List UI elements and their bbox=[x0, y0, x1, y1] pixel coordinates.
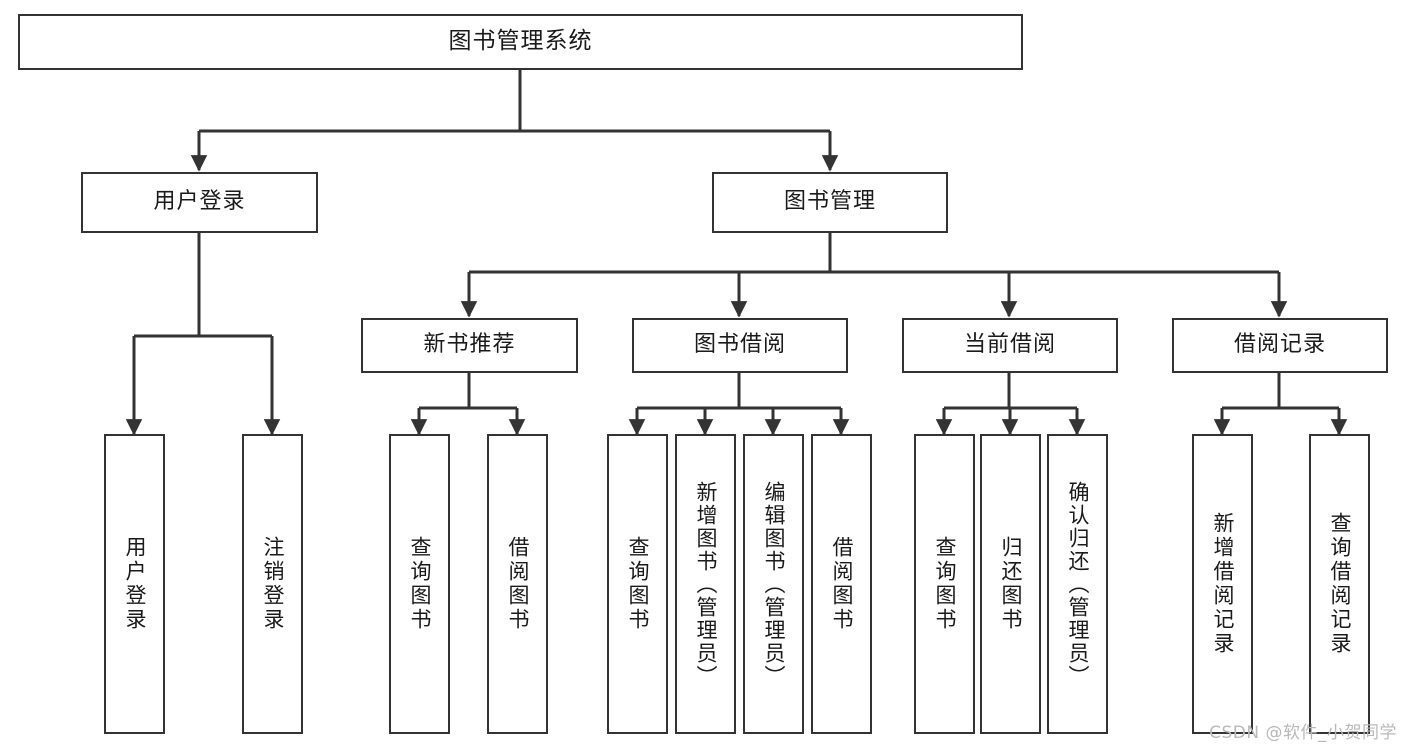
node-label: 查询图书 bbox=[408, 536, 432, 632]
leaf-return-book[interactable]: 归还图书 bbox=[980, 434, 1041, 734]
node-label: 确认归还（管理员） bbox=[1066, 480, 1090, 688]
node-root-system[interactable]: 图书管理系统 bbox=[18, 14, 1023, 70]
watermark: CSDN @软件_小贺同学 bbox=[1209, 723, 1397, 743]
leaf-add-borrow-record[interactable]: 新增借阅记录 bbox=[1192, 434, 1253, 734]
node-label: 图书借阅 bbox=[693, 332, 786, 358]
node-label: 新书推荐 bbox=[423, 332, 516, 358]
node-label: 图书管理 bbox=[783, 189, 876, 215]
node-label: 归还图书 bbox=[999, 536, 1023, 632]
node-borrow-record[interactable]: 借阅记录 bbox=[1172, 318, 1388, 373]
node-book-management[interactable]: 图书管理 bbox=[712, 172, 948, 233]
node-current-borrow[interactable]: 当前借阅 bbox=[902, 318, 1118, 373]
node-label: 借阅记录 bbox=[1233, 332, 1326, 358]
node-label: 查询借阅记录 bbox=[1328, 512, 1352, 656]
node-label: 查询图书 bbox=[933, 536, 957, 632]
leaf-query-book-borrow[interactable]: 查询图书 bbox=[607, 434, 668, 734]
leaf-add-book-admin[interactable]: 新增图书（管理员） bbox=[675, 434, 736, 734]
node-label: 查询图书 bbox=[626, 536, 650, 632]
leaf-borrow-book-recommend[interactable]: 借阅图书 bbox=[487, 434, 548, 734]
leaf-borrow-book[interactable]: 借阅图书 bbox=[811, 434, 872, 734]
node-label: 新增借阅记录 bbox=[1211, 512, 1235, 656]
node-label: 图书管理系统 bbox=[448, 28, 593, 55]
node-label: 新增图书（管理员） bbox=[694, 480, 718, 688]
node-new-book-recommend[interactable]: 新书推荐 bbox=[361, 318, 578, 373]
node-label: 借阅图书 bbox=[506, 536, 530, 632]
node-label: 当前借阅 bbox=[963, 332, 1056, 358]
node-label: 借阅图书 bbox=[830, 536, 854, 632]
leaf-user-logout[interactable]: 注销登录 bbox=[242, 434, 303, 734]
leaf-confirm-return-admin[interactable]: 确认归还（管理员） bbox=[1047, 434, 1108, 734]
node-label: 用户登录 bbox=[153, 189, 246, 215]
leaf-edit-book-admin[interactable]: 编辑图书（管理员） bbox=[743, 434, 804, 734]
leaf-query-book-current[interactable]: 查询图书 bbox=[914, 434, 975, 734]
node-label: 注销登录 bbox=[261, 536, 285, 632]
node-label: 编辑图书（管理员） bbox=[762, 480, 786, 688]
leaf-user-login[interactable]: 用户登录 bbox=[104, 434, 165, 734]
node-label: 用户登录 bbox=[123, 536, 147, 632]
node-book-borrow[interactable]: 图书借阅 bbox=[632, 318, 848, 373]
leaf-query-borrow-record[interactable]: 查询借阅记录 bbox=[1309, 434, 1370, 734]
leaf-query-book-recommend[interactable]: 查询图书 bbox=[389, 434, 450, 734]
node-user-login[interactable]: 用户登录 bbox=[81, 172, 318, 233]
